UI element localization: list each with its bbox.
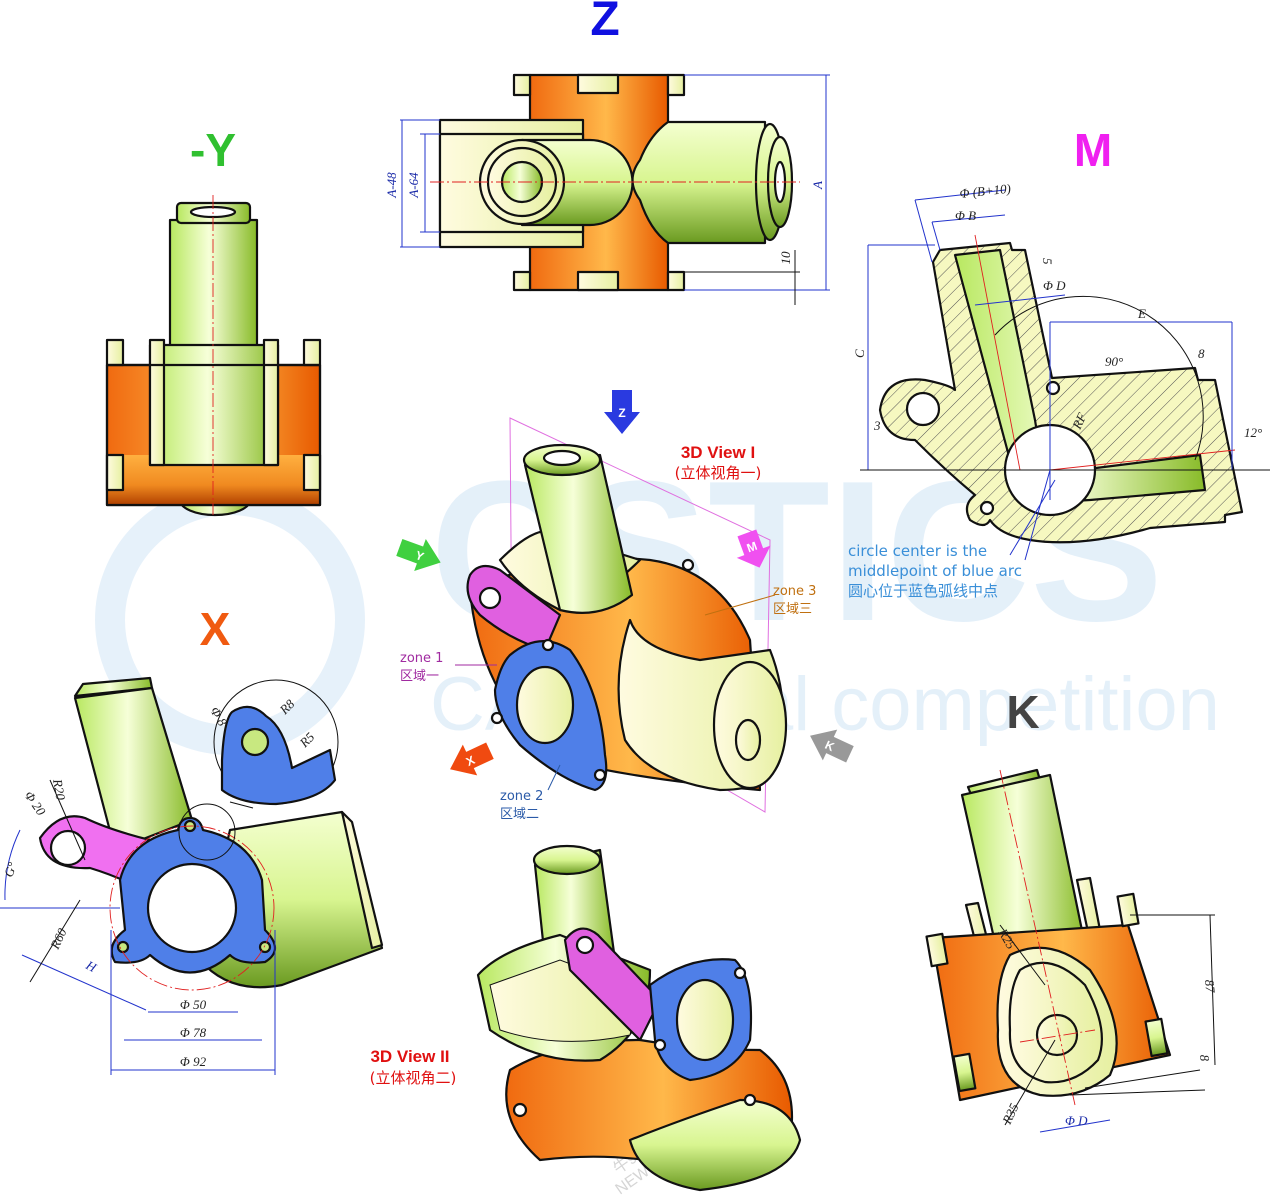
dim-8: 8: [1198, 346, 1205, 361]
note-line-2: middlepoint of blue arc: [848, 562, 1022, 580]
direction-arrow-x: X: [450, 742, 494, 776]
dim-r20: R20: [50, 777, 69, 802]
note-line-1: circle center is the: [848, 542, 987, 560]
view3d-2-subtitle: (立体视角二): [370, 1069, 457, 1087]
dim-8-k: 8: [1197, 1054, 1213, 1062]
view3d-1-title: 3D View I: [681, 443, 755, 462]
zone-1-label: zone 1: [400, 651, 443, 666]
note-line-3: 圆心位于蓝色弧线中点: [848, 582, 998, 600]
direction-arrow-m: M: [736, 529, 771, 568]
svg-text:M: M: [745, 539, 759, 556]
view-title-neg-y: -Y: [190, 124, 236, 176]
dim-e: E: [1137, 306, 1146, 321]
dim-r35: R35: [999, 1100, 1022, 1127]
view-title-x: X: [200, 603, 231, 655]
dim-b-plus-10: Φ (B+10): [959, 181, 1012, 201]
view3d-2: [476, 844, 802, 1192]
neg-y-view: [105, 195, 322, 517]
dim-diameter-78: Φ 78: [180, 1025, 207, 1040]
view-title-z: Z: [590, 0, 619, 46]
k-view: R25 87 8 R35 Φ D: [925, 768, 1218, 1133]
view3d-2-title: 3D View II: [370, 1047, 449, 1066]
dim-87: 87: [1202, 979, 1218, 994]
dim-a64: A-64: [406, 172, 421, 199]
dim-diameter-92: Φ 92: [180, 1054, 207, 1069]
dim-5: 5: [1040, 258, 1055, 265]
m-view-section: Φ (B+10) Φ B 5 Φ D E C 90° 8 RF 3 12° ci…: [848, 181, 1270, 600]
x-view: Φ 8 R8 R5 R20 Φ 20 G° R60 H Φ 50 Φ 78 Φ …: [0, 676, 384, 1075]
dim-10: 10: [778, 251, 793, 265]
direction-arrow-neg-y: Y: [396, 539, 441, 571]
dim-diameter-50: Φ 50: [180, 997, 207, 1012]
svg-text:Z: Z: [618, 406, 625, 420]
zone-3-label: zone 3: [773, 584, 816, 599]
dim-3: 3: [873, 418, 881, 433]
dim-d: Φ D: [1043, 278, 1066, 293]
z-view: A-48 A-64 A 10: [384, 73, 830, 305]
dim-d-k: Φ D: [1065, 1113, 1088, 1128]
dim-rf: RF: [1069, 410, 1090, 433]
view3d-1: [455, 417, 788, 813]
dim-90deg: 90°: [1105, 354, 1123, 369]
dim-a: A: [810, 181, 825, 190]
dim-diameter-20: Φ 20: [22, 788, 50, 818]
direction-arrow-z: Z: [604, 390, 640, 434]
zone-2-label: zone 2: [500, 789, 543, 804]
direction-arrow-k: K: [810, 729, 854, 763]
dim-c: C: [852, 349, 867, 358]
view-title-m: M: [1074, 124, 1112, 176]
zone-2-cn: 区域二: [500, 807, 539, 822]
zone-1-cn: 区域一: [400, 669, 439, 684]
dim-a48: A-48: [384, 172, 399, 199]
dim-b: Φ B: [955, 208, 976, 223]
dim-h: H: [83, 957, 100, 975]
dim-12deg: 12°: [1244, 425, 1262, 440]
zone-3-cn: 区域三: [773, 602, 812, 617]
view3d-1-subtitle: (立体视角一): [675, 464, 762, 482]
view-title-k: K: [1006, 686, 1039, 738]
dim-g-angle: G°: [1, 860, 20, 879]
